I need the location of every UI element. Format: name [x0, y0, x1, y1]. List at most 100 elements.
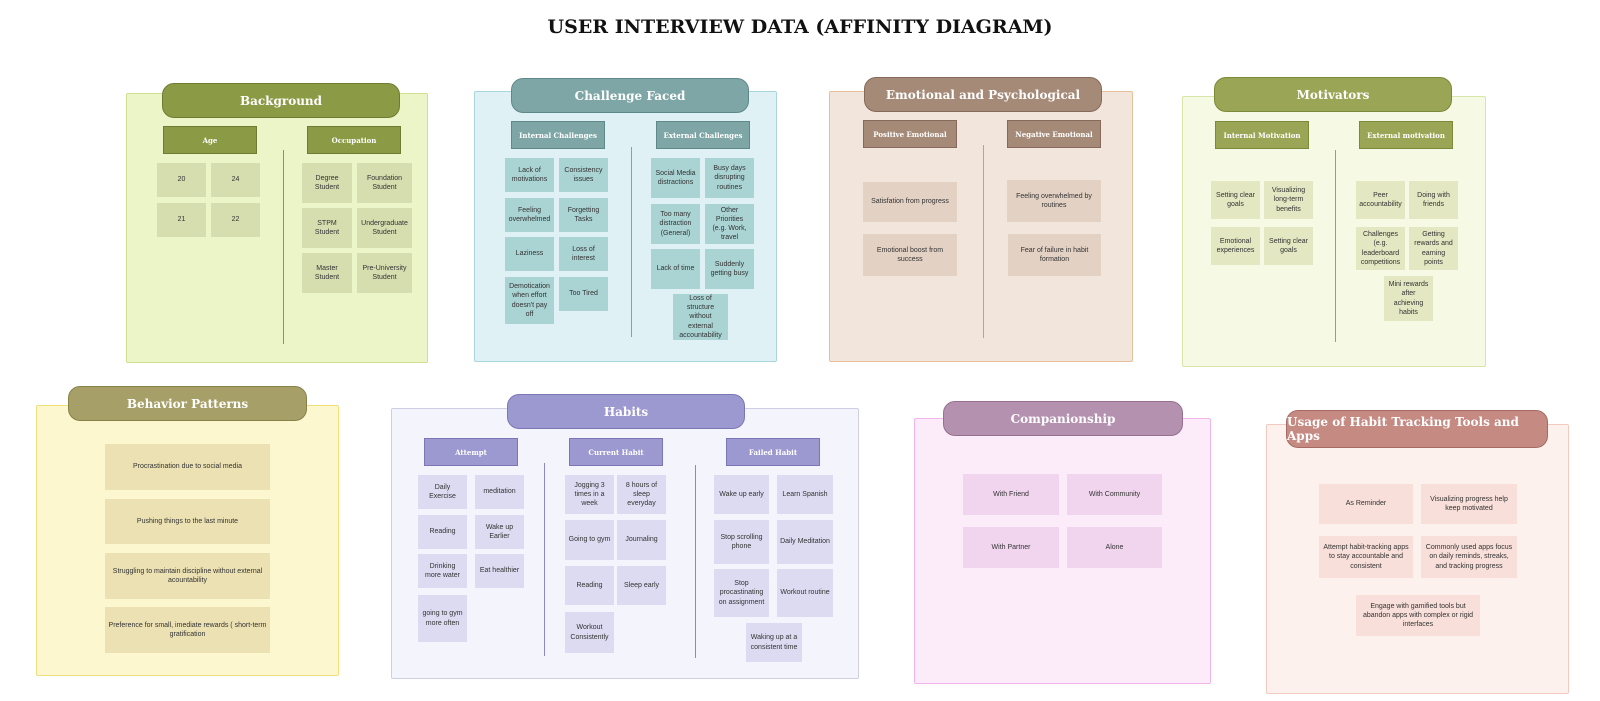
usage-note: As Reminder [1319, 484, 1413, 524]
usage-title: Usage of Habit Tracking Tools and Apps [1286, 410, 1548, 448]
challenge-note: Lack of motivations [505, 158, 554, 192]
challenge-note: Too Tired [559, 277, 608, 311]
challenge-note: Consistency issues [559, 158, 608, 192]
behavior-note: Pushing things to the last minute [105, 499, 270, 544]
companionship-note: Alone [1067, 527, 1162, 568]
emotional-divider [983, 145, 984, 338]
habit-note: Stop procastinating on assignment [714, 569, 769, 617]
challenge-note: Loss of interest [559, 237, 608, 271]
background-title: Background [162, 83, 400, 118]
motivators-divider [1335, 150, 1336, 342]
habit-note: Wake up Earlier [475, 515, 524, 549]
occupation-note: Master Student [302, 253, 352, 293]
habit-note: Sleep early [617, 566, 666, 605]
habit-note: Journaling [617, 520, 666, 560]
emotional-note: Fear of failure in habit formation [1008, 234, 1101, 276]
challenge-note: Too many distraction (General) [651, 204, 700, 244]
challenge-title: Challenge Faced [511, 78, 749, 113]
occupation-note: Foundation Student [357, 163, 412, 203]
motivator-note: Peer accountability [1356, 181, 1405, 219]
emotional-title: Emotional and Psychological [864, 77, 1102, 112]
challenge-note: Other Priorities (e.g. Work, travel [705, 204, 754, 244]
habits-divider-2 [695, 465, 696, 658]
negative-emotional-header: Negative Emotional [1007, 120, 1101, 148]
usage-note: Visualizing progress help keep motivated [1421, 484, 1517, 524]
emotional-note: Feeling overwhelmed by routines [1007, 180, 1101, 222]
companionship-panel [914, 418, 1211, 684]
habit-note: Waking up at a consistent time [746, 623, 802, 662]
habit-note: Reading [565, 566, 614, 605]
habit-note: Eat healthier [475, 554, 524, 588]
emotional-note: Emotional boost from success [863, 234, 957, 276]
occupation-note: STPM Student [302, 208, 352, 248]
habit-note: Workout Consistently [565, 612, 614, 653]
usage-note: Commonly used apps focus on daily remind… [1421, 536, 1517, 578]
companionship-note: With Community [1067, 474, 1162, 515]
habit-note: Jogging 3 times in a week [565, 475, 614, 514]
challenge-note: Demotication when effort doesn't pay off [505, 277, 554, 324]
occupation-note: Degree Student [302, 163, 352, 203]
companionship-note: With Friend [963, 474, 1059, 515]
motivator-note: Doing with friends [1409, 181, 1458, 219]
background-divider [283, 150, 284, 344]
failed-habit-header: Failed Habit [726, 438, 820, 466]
habit-note: Learn Spanish [777, 475, 833, 514]
challenge-note: Loss of structure without external accou… [673, 294, 728, 340]
companionship-note: With Partner [963, 527, 1059, 568]
internal-motivation-header: Internal Motivation [1215, 121, 1309, 149]
habits-divider-1 [544, 463, 545, 656]
usage-note: Attempt habit-tracking apps to stay acco… [1319, 536, 1413, 578]
age-note: 20 [157, 163, 206, 197]
challenge-divider [631, 147, 632, 337]
habits-title: Habits [507, 394, 745, 429]
usage-note: Engage with gamified tools but abandon a… [1356, 595, 1480, 636]
external-motivation-header: External motivation [1359, 121, 1453, 149]
internal-challenges-header: Internal Challenges [511, 121, 605, 149]
challenge-note: Feeling overwhelmed [505, 198, 554, 232]
age-header: Age [163, 126, 257, 154]
motivator-note: Challenges (e.g. leaderboard competition… [1356, 227, 1405, 270]
attempt-header: Attempt [424, 438, 518, 466]
motivator-note: Setting clear goals [1211, 181, 1260, 219]
motivator-note: Setting clear goals [1264, 227, 1313, 265]
challenge-note: Suddenly getting busy [705, 249, 754, 289]
page-title: USER INTERVIEW DATA (AFFINITY DIAGRAM) [547, 16, 1053, 38]
challenge-note: Forgetting Tasks [559, 198, 608, 232]
motivator-note: Getting rewards and earning points [1409, 227, 1458, 270]
habit-note: Daily Meditation [777, 520, 833, 564]
challenge-note: Social Media distractions [651, 158, 700, 198]
companionship-title: Companionship [943, 401, 1183, 436]
challenge-note: Laziness [505, 237, 554, 271]
habit-note: meditation [475, 475, 524, 509]
behavior-note: Struggling to maintain discipline withou… [105, 553, 270, 599]
positive-emotional-header: Positive Emotional [863, 120, 957, 148]
motivators-title: Motivators [1214, 77, 1452, 112]
habit-note: Drinking more water [418, 554, 467, 588]
age-note: 22 [211, 203, 260, 237]
occupation-header: Occupation [307, 126, 401, 154]
external-challenges-header: External Challenges [656, 121, 750, 149]
habit-note: Stop scrolling phone [714, 520, 769, 564]
habit-note: Going to gym [565, 520, 614, 560]
age-note: 21 [157, 203, 206, 237]
occupation-note: Undergraduate Student [357, 208, 412, 248]
habit-note: going to gym more often [418, 595, 467, 642]
motivator-note: Mini rewards after achieving habits [1384, 276, 1433, 321]
challenge-note: Busy days disrupting routines [705, 158, 754, 198]
habit-note: Daily Exercise [418, 475, 467, 509]
habit-note: Reading [418, 515, 467, 549]
emotional-note: Satisfation from progress [863, 182, 957, 222]
current-habit-header: Current Habit [569, 438, 663, 466]
age-note: 24 [211, 163, 260, 197]
motivator-note: Visualizing long-term benefits [1264, 181, 1313, 219]
motivator-note: Emotional experiences [1211, 227, 1260, 265]
behavior-note: Preference for small, imediate rewards (… [105, 607, 270, 653]
habit-note: 8 hours of sleep everyday [617, 475, 666, 514]
usage-panel [1266, 424, 1569, 694]
habit-note: Wake up early [714, 475, 769, 514]
behavior-note: Procrastination due to social media [105, 444, 270, 490]
challenge-note: Lack of time [651, 249, 700, 289]
behavior-title: Behavior Patterns [68, 386, 307, 421]
habit-note: Workout routine [777, 569, 833, 617]
occupation-note: Pre-University Student [357, 253, 412, 293]
